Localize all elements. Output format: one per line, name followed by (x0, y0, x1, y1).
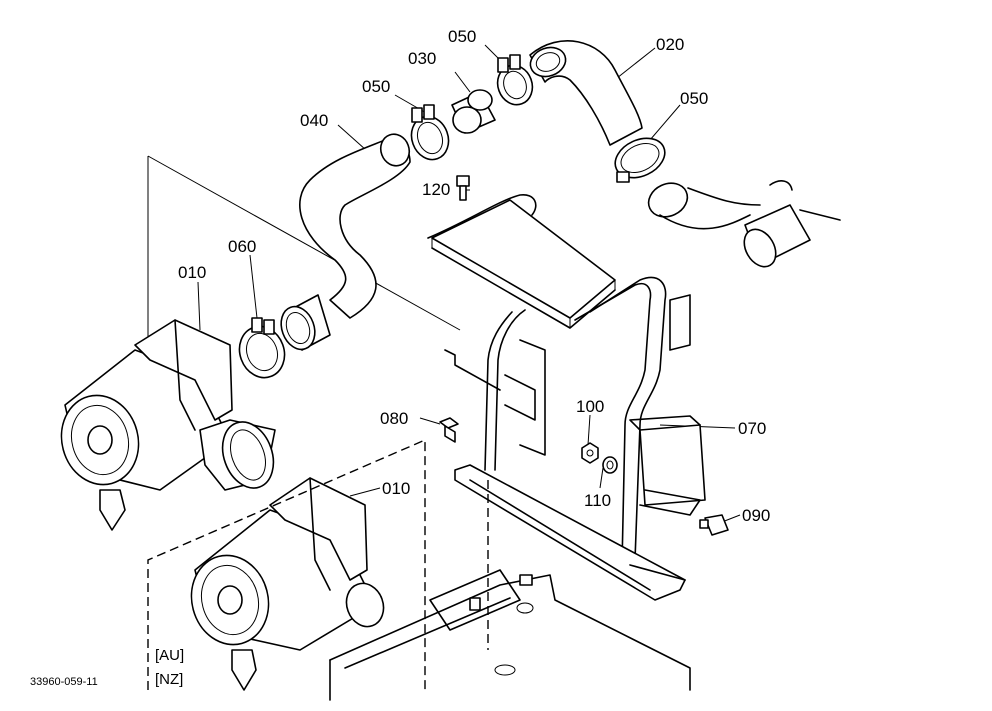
callout-090: 090 (742, 506, 771, 525)
hose-clamp-050-left (410, 104, 450, 161)
intake-duct (647, 180, 841, 268)
hose-040 (280, 133, 411, 351)
air-cleaner-010-lower (190, 477, 385, 691)
sleeve-030 (451, 89, 496, 134)
hose-clamp-050-right (614, 137, 666, 183)
hose-clamp-060 (238, 317, 286, 379)
bracket-070 (427, 194, 706, 601)
callout-010-upper: 010 (178, 263, 207, 282)
callout-070: 070 (738, 419, 767, 438)
callout-110: 110 (584, 491, 612, 510)
callout-050-left: 050 (362, 77, 391, 96)
washer-110 (602, 456, 618, 474)
callout-050-top: 050 (448, 27, 477, 46)
bolt-080 (439, 417, 459, 443)
bolt-090 (699, 514, 729, 536)
callout-120: 120 (422, 180, 451, 199)
callout-080: 080 (380, 409, 409, 428)
callout-010-lower: 010 (382, 479, 411, 498)
callout-040: 040 (300, 111, 329, 130)
engine-frame (329, 480, 691, 701)
air-cleaner-010-upper (60, 319, 276, 531)
region-label-nz: [NZ] (155, 671, 184, 688)
document-number: 33960-059-11 (30, 676, 98, 688)
callout-020: 020 (656, 35, 685, 54)
callout-030: 030 (408, 49, 437, 68)
bolt-120 (456, 175, 470, 201)
hose-020 (529, 40, 643, 146)
nut-100 (581, 442, 599, 464)
au-nz-variant-boundary (147, 438, 426, 690)
callout-050-right: 050 (680, 89, 709, 108)
region-label-au: [AU] (155, 647, 185, 664)
hose-clamp-050-top (496, 54, 534, 106)
callout-060: 060 (228, 237, 257, 256)
callout-100: 100 (576, 397, 605, 416)
